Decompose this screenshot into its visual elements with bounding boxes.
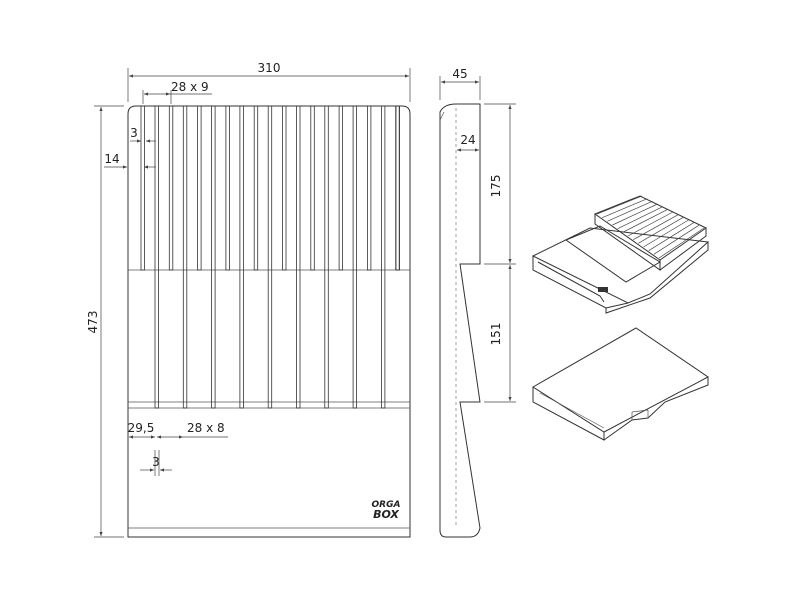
- dim-slot-pitch-bottom: 28 x 8: [187, 421, 225, 435]
- long-slot-3: [239, 105, 244, 409]
- logo-line1: ORGA: [372, 500, 401, 510]
- side-profile: [439, 103, 481, 538]
- iso2-side: [603, 377, 709, 441]
- long-slot-6: [324, 105, 329, 409]
- side-chamfer: [439, 111, 445, 121]
- dim-edge-offset: 14: [104, 152, 119, 166]
- iso1-base-top: [531, 227, 710, 304]
- upper-slot-1: [168, 105, 174, 271]
- iso2-front: [532, 387, 605, 441]
- iso1-slot-line-9: [643, 219, 689, 248]
- long-slot-8: [380, 105, 386, 409]
- isometric-view-flat: [532, 327, 709, 441]
- iso1-slot-line-1: [602, 198, 648, 219]
- upper-slot-7: [338, 105, 344, 271]
- iso1-slot-line-12: [658, 227, 705, 259]
- upper-slot-4: [253, 105, 259, 271]
- front-dimensions: 310 28 x 9 3 14 473 29,5 28 x 8 3: [86, 61, 411, 538]
- iso2-notch: [631, 409, 649, 420]
- upper-slot-6: [310, 105, 315, 271]
- long-slot-0: [154, 105, 159, 409]
- iso1-knife-slots: [596, 195, 705, 259]
- dim-slot-pitch-top: 28 x 9: [171, 80, 209, 94]
- iso1-slot-line-8: [638, 216, 684, 244]
- iso1-slot-line-10: [648, 222, 694, 251]
- dim-overall-width: 310: [258, 61, 281, 75]
- iso1-base-front: [532, 256, 629, 309]
- upper-slot-8: [366, 105, 372, 271]
- iso1-base-side: [605, 242, 709, 314]
- upper-slot-2: [197, 105, 202, 271]
- iso1-slot-line-0: [596, 195, 643, 215]
- upper-slot-10: [395, 105, 400, 271]
- knife-slots: [140, 105, 400, 409]
- logo-line2: BOX: [373, 508, 399, 521]
- dim-lower-height: 151: [489, 323, 503, 346]
- dim-slot-width: 3: [130, 126, 138, 140]
- iso1-block-front: [594, 214, 661, 271]
- dim-slot-width-bottom: 3: [152, 455, 160, 469]
- long-slot-5: [296, 105, 301, 409]
- iso1-block-top: [593, 195, 707, 261]
- iso1-step: [564, 225, 661, 283]
- iso1-lip: [537, 261, 605, 303]
- long-slot-1: [182, 105, 188, 409]
- long-slot-2: [211, 105, 216, 409]
- board-outline: [127, 105, 411, 538]
- iso1-slot-line-4: [617, 206, 663, 230]
- iso1-slot-line-11: [653, 225, 699, 255]
- upper-slot-5: [282, 105, 287, 271]
- iso1-logo-mark: [598, 287, 608, 292]
- long-slot-7: [352, 105, 358, 409]
- dim-upper-height: 175: [489, 175, 503, 198]
- dim-bottom-offset: 29,5: [128, 421, 155, 435]
- iso1-block-side: [659, 228, 707, 271]
- upper-slot-3: [225, 105, 230, 271]
- orgabox-logo: ORGA BOX: [372, 500, 401, 521]
- isometric-view-slotted: [531, 195, 710, 314]
- iso1-slot-line-6: [627, 211, 674, 237]
- iso1-slot-line-2: [607, 200, 653, 222]
- iso1-slot-line-5: [622, 208, 668, 233]
- iso1-slot-line-3: [612, 203, 658, 226]
- dim-side-depth: 45: [452, 67, 467, 81]
- side-view: 45 24 175 151: [439, 67, 516, 538]
- long-slot-4: [267, 105, 273, 409]
- dim-overall-height: 473: [86, 311, 100, 334]
- front-view: ORGA BOX: [127, 105, 411, 538]
- dim-side-inner: 24: [460, 133, 475, 147]
- upper-slot-0: [140, 105, 145, 271]
- iso2-edge-line: [539, 392, 605, 429]
- iso1-slot-line-7: [633, 214, 679, 241]
